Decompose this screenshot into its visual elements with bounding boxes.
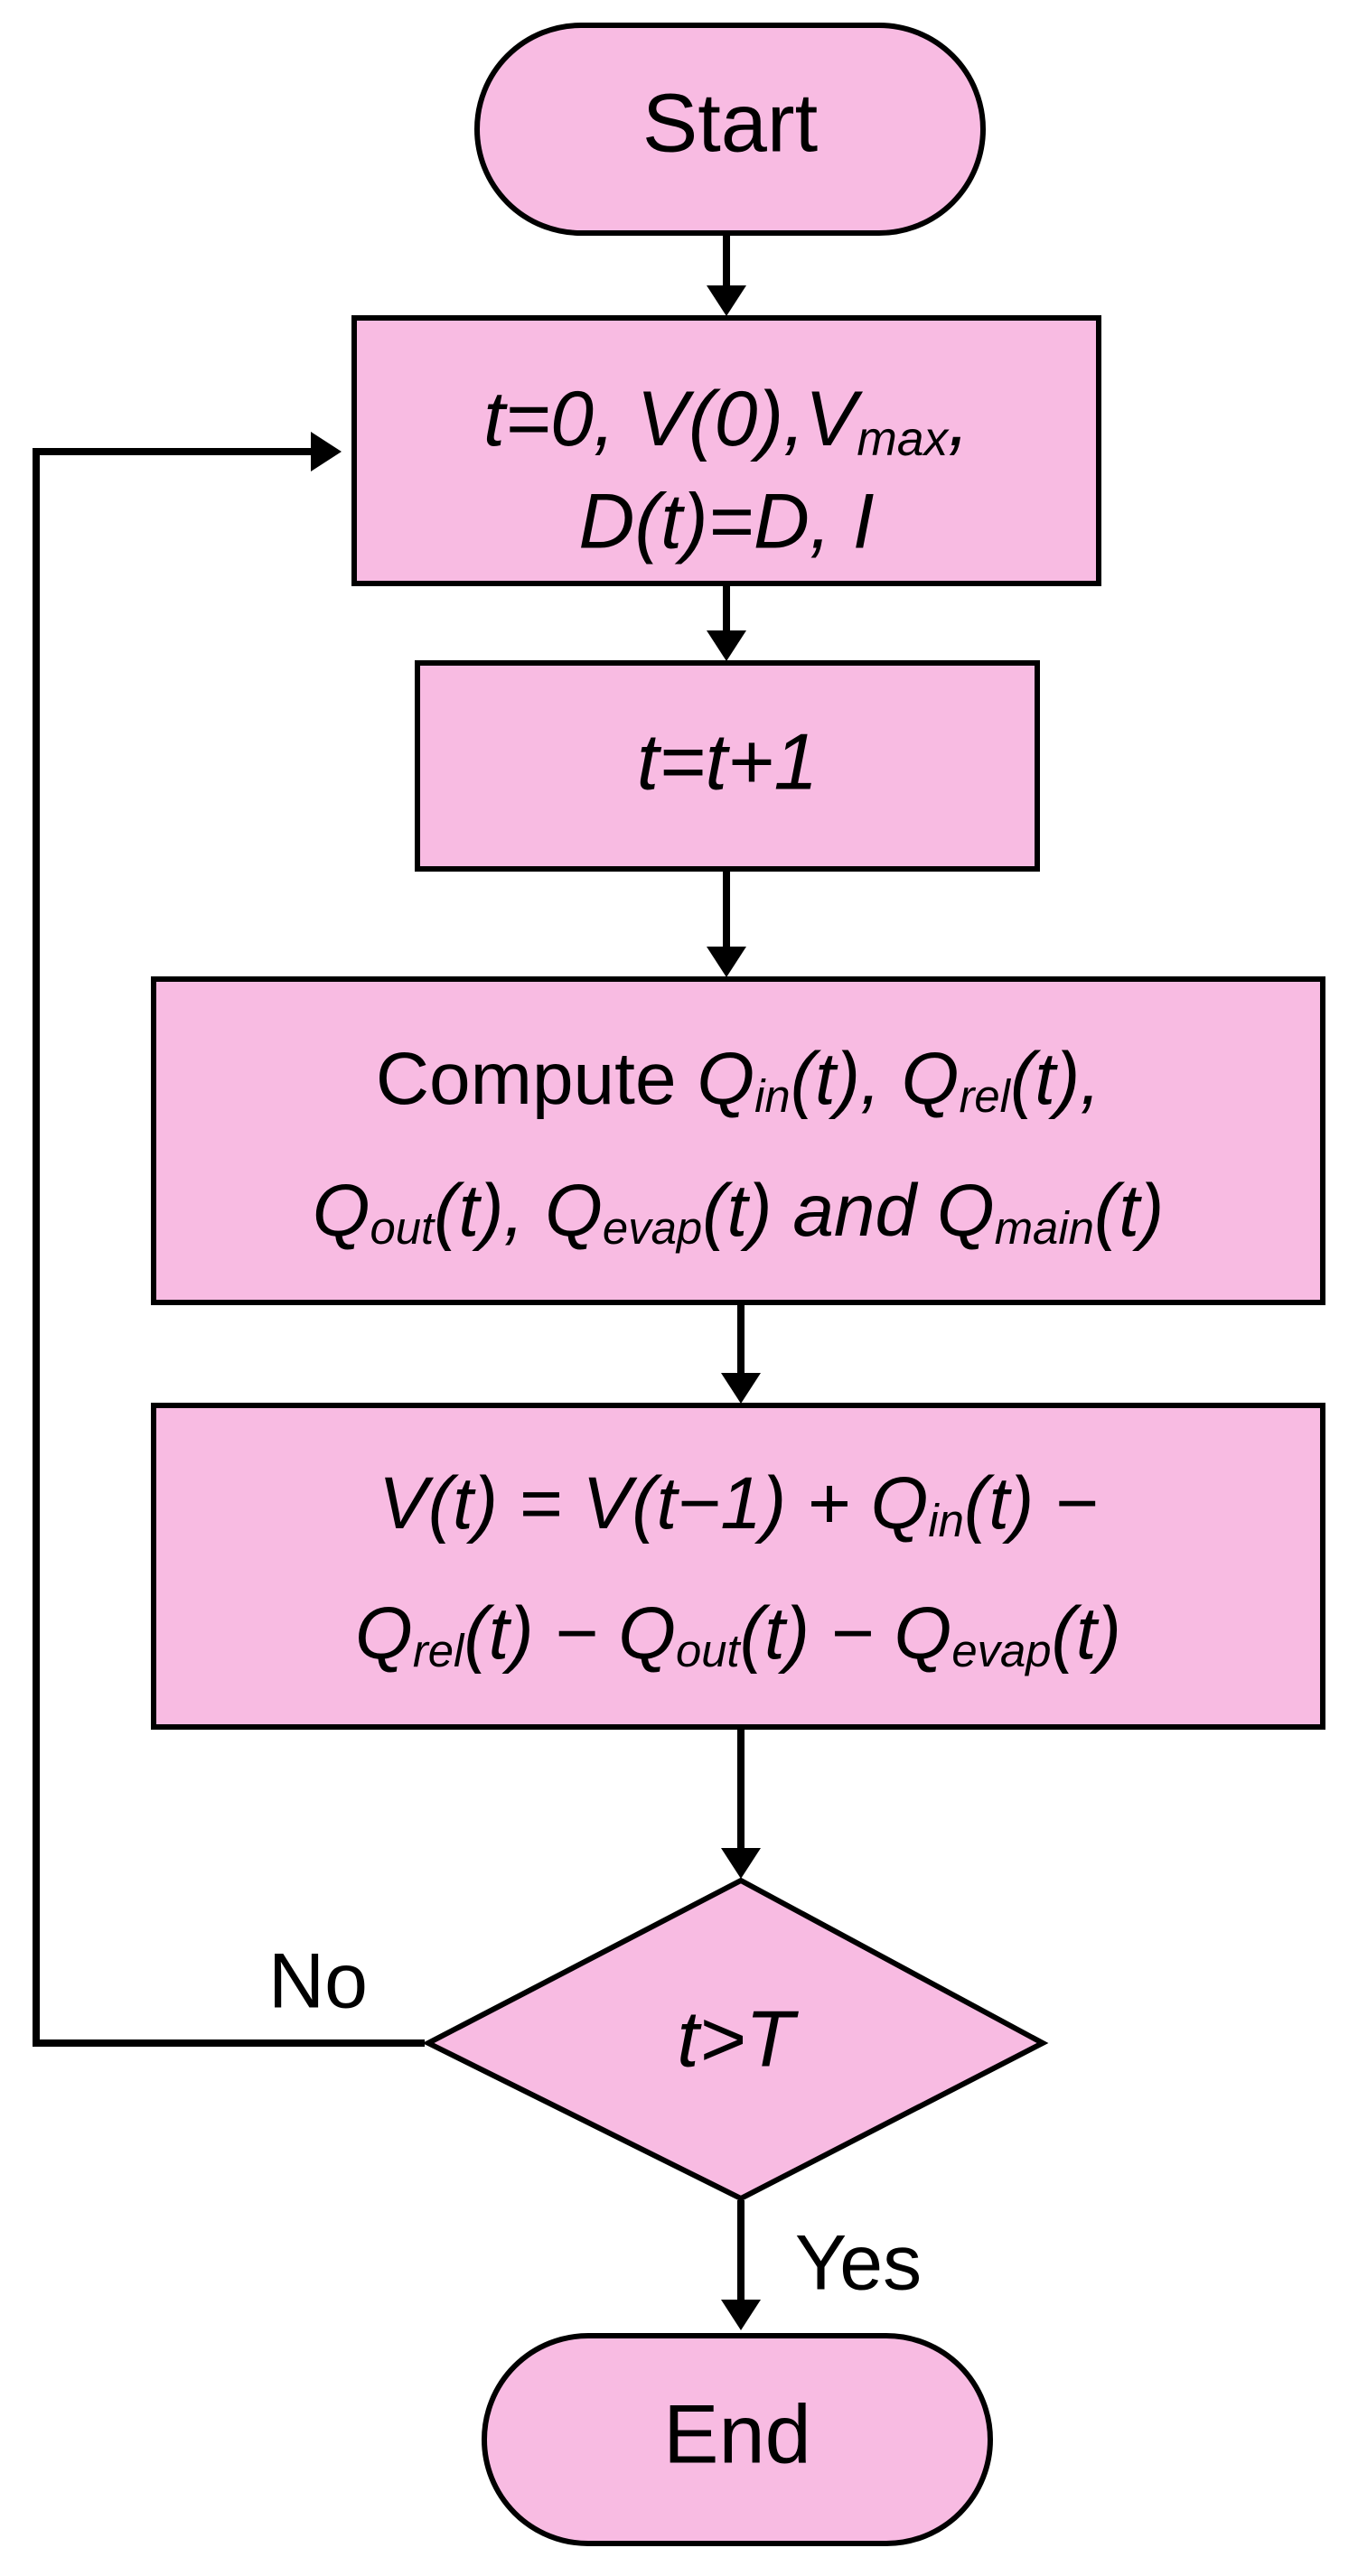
balance-box: V(t) = V(t−1) + Qin(t) − Qrel(t) − Qout(… — [151, 1403, 1325, 1730]
compute-box: Compute Qin(t), Qrel(t), Qout(t), Qevap(… — [151, 976, 1325, 1305]
arrowhead-loop-back — [311, 432, 342, 471]
end-label: End — [663, 2388, 811, 2480]
end-node: End — [482, 2333, 993, 2546]
arrowhead-increment — [707, 630, 746, 661]
arrowhead-end — [721, 2300, 761, 2330]
arrowhead-init — [707, 285, 746, 316]
init-line-1: t=0, V(0),Vmax, — [483, 376, 969, 466]
connectors — [33, 235, 761, 2330]
decision-label: t>T — [677, 1993, 799, 2083]
init-box: t=0, V(0),Vmax, D(t)=D, I — [351, 315, 1101, 586]
arrowhead-balance — [721, 1373, 761, 1404]
start-label: Start — [642, 77, 818, 169]
yes-label: Yes — [795, 2220, 922, 2307]
arrowhead-decision — [721, 1848, 761, 1879]
balance-line-1: V(t) = V(t−1) + Qin(t) − — [379, 1462, 1098, 1547]
start-node: Start — [474, 23, 986, 236]
init-line-2: D(t)=D, I — [578, 479, 874, 565]
increment-label: t=t+1 — [637, 716, 819, 806]
arrowhead-compute — [707, 947, 746, 977]
compute-line-1: Compute Qin(t), Qrel(t), — [376, 1038, 1100, 1123]
no-label: No — [268, 1938, 368, 2025]
decision-diamond: t>T — [422, 1877, 1049, 2202]
loop-back-no-path — [33, 448, 425, 2047]
compute-line-2: Qout(t), Qevap(t) and Qmain(t) — [313, 1170, 1165, 1255]
balance-line-2: Qrel(t) − Qout(t) − Qevap(t) — [355, 1592, 1121, 1677]
increment-box: t=t+1 — [415, 660, 1040, 872]
